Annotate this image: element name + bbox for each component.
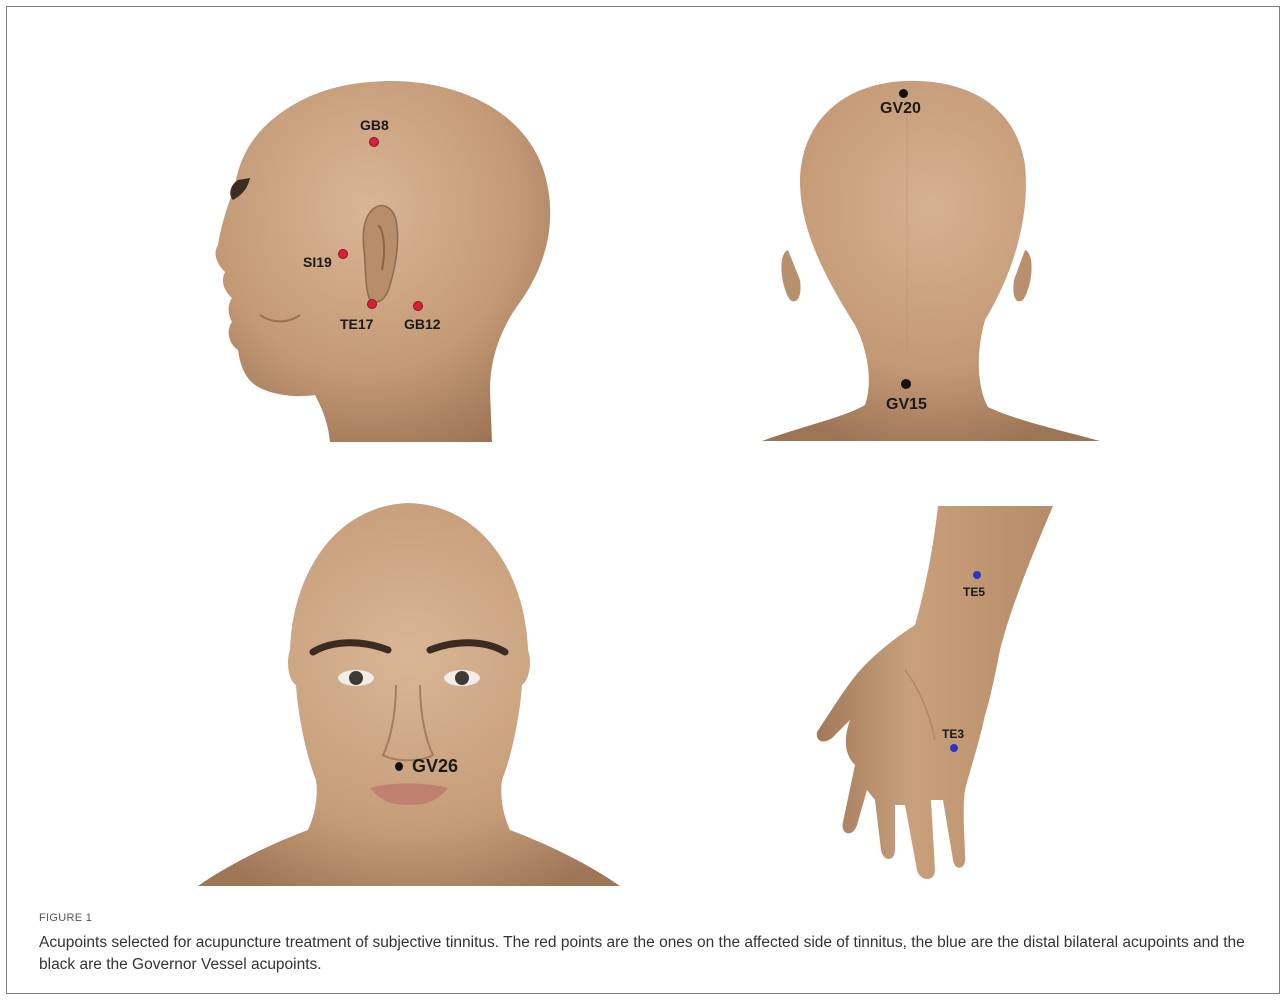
acupoint-label-gv20: GV20 <box>880 101 921 117</box>
back-head-illustration <box>760 55 1105 445</box>
figure-label: FIGURE 1 <box>39 912 92 924</box>
acupoint-marker-gb12 <box>414 302 422 310</box>
figure-caption: Acupoints selected for acupuncture treat… <box>39 932 1269 976</box>
side-head-illustration <box>200 60 580 445</box>
front-face-panel: GV26 <box>198 500 620 888</box>
acupoint-label-te3: TE3 <box>942 728 964 740</box>
hand-panel: TE5 TE3 <box>805 500 1060 885</box>
acupoint-marker-te3 <box>950 744 958 752</box>
acupoint-marker-gv15 <box>901 379 911 389</box>
acupoint-label-si19: SI19 <box>303 255 332 269</box>
front-face-illustration <box>198 500 620 888</box>
acupoint-marker-te17 <box>368 300 376 308</box>
acupoint-marker-gb8 <box>370 138 378 146</box>
acupoint-marker-gv20 <box>899 89 908 98</box>
acupoint-marker-te5 <box>973 571 981 579</box>
hand-illustration <box>805 500 1060 885</box>
acupoint-label-te17: TE17 <box>340 317 373 331</box>
acupoint-label-gv26: GV26 <box>412 757 458 775</box>
acupoint-label-te5: TE5 <box>963 586 985 598</box>
acupoint-label-gb8: GB8 <box>360 118 389 132</box>
acupoint-marker-si19 <box>339 250 347 258</box>
side-head-panel: GB8 SI19 TE17 GB12 <box>200 60 580 445</box>
acupoint-label-gv15: GV15 <box>886 397 927 413</box>
acupoint-marker-gv26 <box>395 762 403 771</box>
back-head-panel: GV20 GV15 <box>760 55 1105 445</box>
acupoint-label-gb12: GB12 <box>404 317 441 331</box>
